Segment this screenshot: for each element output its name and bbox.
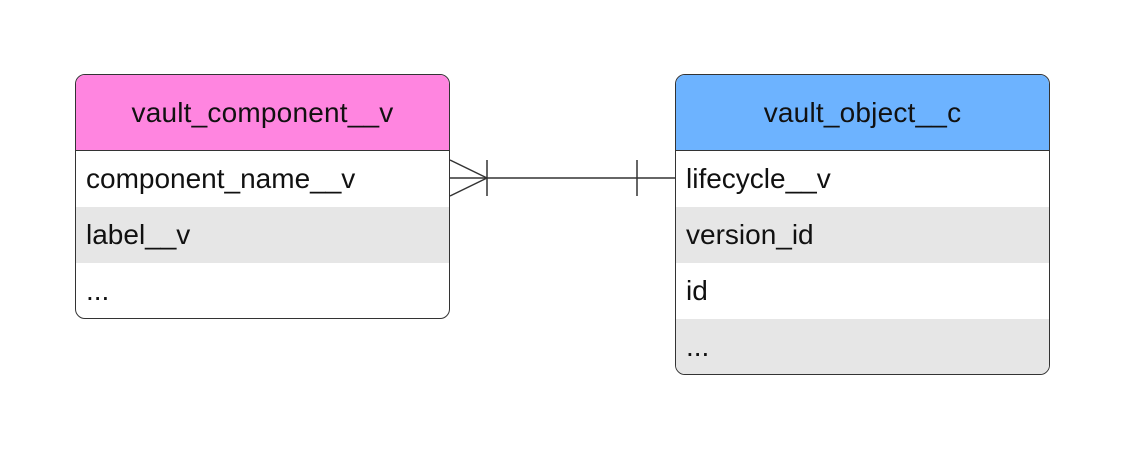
entity-field: lifecycle__v (676, 151, 1049, 207)
entity-field: id (676, 263, 1049, 319)
entity-vault-object[interactable]: vault_object__c lifecycle__v version_id … (675, 74, 1050, 375)
entity-field: version_id (676, 207, 1049, 263)
entity-header: vault_object__c (676, 75, 1049, 151)
entity-vault-component[interactable]: vault_component__v component_name__v lab… (75, 74, 450, 319)
entity-field: component_name__v (76, 151, 449, 207)
entity-field: ... (76, 263, 449, 318)
field-label: id (686, 275, 708, 306)
entity-title: vault_object__c (763, 96, 962, 128)
field-label: ... (86, 274, 110, 306)
entity-header: vault_component__v (76, 75, 449, 151)
field-label: component_name__v (86, 163, 356, 194)
field-label: ... (686, 330, 710, 362)
field-label: version_id (686, 219, 814, 250)
entity-title: vault_component__v (131, 96, 394, 128)
field-label: lifecycle__v (686, 163, 831, 194)
entity-field: ... (676, 319, 1049, 374)
field-label: label__v (86, 219, 191, 250)
entity-field: label__v (76, 207, 449, 263)
crowsfoot-many-marker (449, 159, 488, 197)
